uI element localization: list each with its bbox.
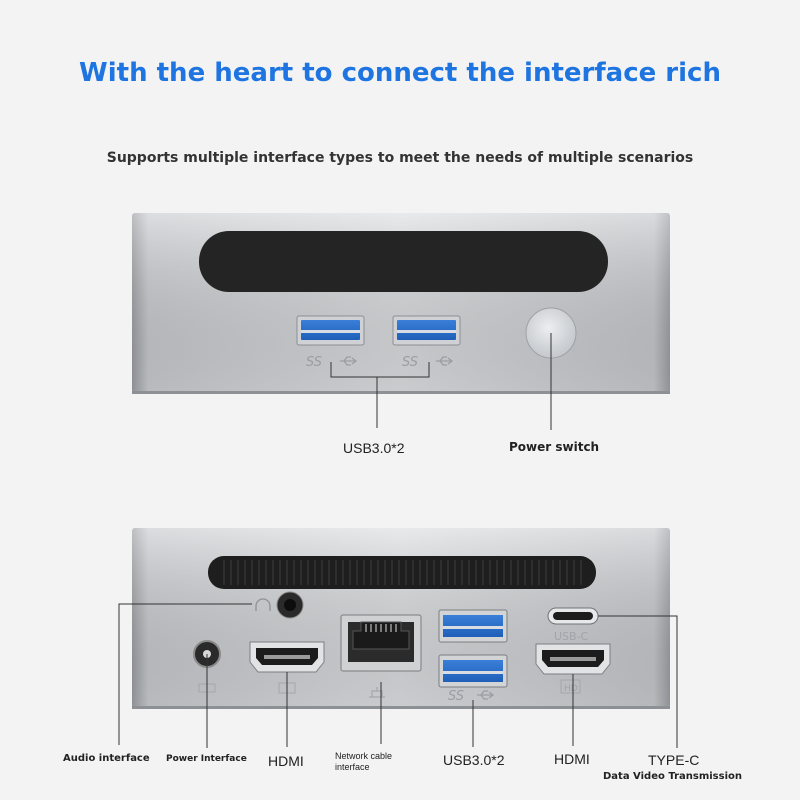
headphone-icon	[255, 598, 271, 611]
network-icon	[369, 687, 385, 698]
back-usb-trident-icon	[477, 690, 495, 700]
label-hdmi-left: HDMI	[268, 753, 304, 769]
front-usb-port-2	[392, 315, 461, 346]
back-vent	[208, 556, 596, 589]
front-callout-lines	[330, 333, 552, 430]
vent-grille	[223, 560, 582, 585]
hdmi-mark-right: HD	[564, 684, 578, 694]
label-power-interface: Power Interface	[166, 754, 247, 764]
hdmi-port-left	[249, 641, 325, 673]
back-usb-mark: SS	[448, 689, 464, 704]
label-typec-sub: Data Video Transmission	[603, 771, 742, 782]
hdmi-port-right	[535, 643, 611, 675]
front-usb-port-1	[296, 315, 365, 346]
back-usb-port-bottom	[438, 654, 508, 688]
label-power-switch: Power switch	[509, 440, 600, 454]
usb-trident-icon	[340, 356, 454, 366]
front-usb-mark-1: SS	[306, 355, 322, 370]
front-panel-window	[199, 231, 608, 292]
label-front-usb: USB3.0*2	[343, 440, 405, 456]
front-usb-mark-2: SS	[402, 355, 418, 370]
page-title: With the heart to connect the interface …	[79, 58, 721, 88]
label-back-usb: USB3.0*2	[443, 752, 505, 768]
usbc-mark: USB-C	[554, 630, 589, 643]
label-network-line2: interface	[335, 762, 370, 772]
label-network-line1: Network cable	[335, 751, 393, 761]
label-hdmi-right: HDMI	[554, 751, 590, 767]
back-usb-port-top	[438, 609, 508, 643]
back-device: SS USB-C HD	[132, 528, 670, 709]
label-audio-interface: Audio interface	[63, 753, 150, 764]
back-callout-lines	[118, 603, 678, 748]
front-device: SS SS	[132, 213, 670, 394]
page-subtitle: Supports multiple interface types to mee…	[106, 150, 694, 166]
label-typec: TYPE-C	[648, 752, 700, 768]
ethernet-port	[340, 614, 422, 672]
